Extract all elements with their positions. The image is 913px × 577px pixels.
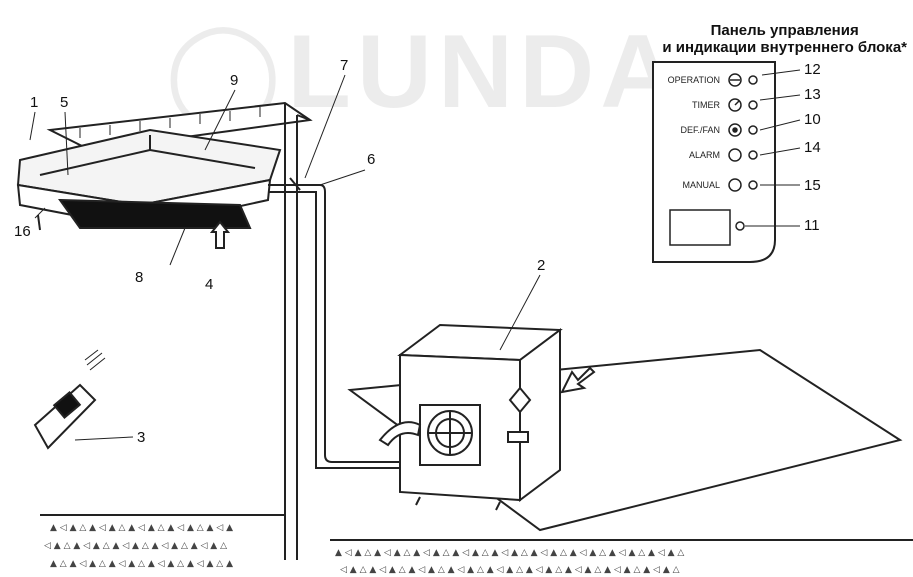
panel-title: Панель управления и индикации внутреннег… <box>662 22 907 56</box>
refrigerant-pipe <box>268 177 410 469</box>
callout-15: 15 <box>804 177 821 194</box>
callout-6: 6 <box>367 151 376 168</box>
callout-16: 16 <box>14 223 31 240</box>
svg-text:◁ ▲ △ ▲ ◁ ▲ △ ▲ ◁ ▲ △ ▲ ◁ ▲ △: ◁ ▲ △ ▲ ◁ ▲ △ ▲ ◁ ▲ △ ▲ ◁ ▲ △ ▲ ◁ ▲ △ <box>44 541 227 551</box>
callout-14: 14 <box>804 139 821 156</box>
airflow-arrows <box>209 220 596 447</box>
panel-title-line1: Панель управления <box>710 22 859 39</box>
panel-title-line2: и индикации внутреннего блока* <box>662 39 907 56</box>
label-alarm: ALARM <box>688 150 720 160</box>
outdoor-unit <box>347 323 903 532</box>
callout-8: 8 <box>135 269 144 286</box>
callout-12: 12 <box>804 61 821 78</box>
remote-control <box>33 349 106 450</box>
callout-13: 13 <box>804 86 821 103</box>
callout-3: 3 <box>137 429 146 446</box>
ground-hatch: ▲ ◁ ▲ △ ▲ ◁ ▲ △ ▲ ◁ ▲ △ ▲ ◁ ▲ △ ▲ ◁ ▲ ◁ … <box>40 514 913 577</box>
watermark-logo: ◯LUNDA <box>165 14 682 130</box>
control-panel <box>652 61 776 263</box>
svg-text:◁ ▲ △ ▲ ◁ ▲ △ ▲ ◁ ▲ △ ▲ ◁ ▲ △: ◁ ▲ △ ▲ ◁ ▲ △ ▲ ◁ ▲ △ ▲ ◁ ▲ △ ▲ ◁ ▲ △ ▲ … <box>340 565 680 575</box>
callout-4: 4 <box>205 276 214 293</box>
callout-2: 2 <box>537 257 546 274</box>
indoor-cassette-unit <box>16 128 282 231</box>
callout-10: 10 <box>804 111 821 128</box>
callout-1: 1 <box>30 94 39 111</box>
callout-5: 5 <box>60 94 69 111</box>
svg-text:▲ ◁ ▲ △ ▲ ◁ ▲ △ ▲ ◁ ▲ △ ▲ ◁ ▲: ▲ ◁ ▲ △ ▲ ◁ ▲ △ ▲ ◁ ▲ △ ▲ ◁ ▲ △ ▲ ◁ ▲ △ … <box>335 548 684 558</box>
callout-11: 11 <box>804 217 820 234</box>
label-timer: TIMER <box>692 100 720 110</box>
svg-text:▲ ◁ ▲ △ ▲ ◁ ▲ △ ▲ ◁ ▲ △ ▲ ◁ ▲: ▲ ◁ ▲ △ ▲ ◁ ▲ △ ▲ ◁ ▲ △ ▲ ◁ ▲ △ ▲ ◁ ▲ <box>50 523 233 533</box>
label-def-fan: DEF./FAN <box>680 125 720 135</box>
label-operation: OPERATION <box>667 75 720 85</box>
svg-text:▲ △ ▲ ◁ ▲ △ ▲ ◁ ▲ △ ▲ ◁ ▲ △ ▲: ▲ △ ▲ ◁ ▲ △ ▲ ◁ ▲ △ ▲ ◁ ▲ △ ▲ ◁ ▲ △ ▲ <box>50 559 233 569</box>
callout-7: 7 <box>340 57 349 74</box>
label-manual: MANUAL <box>682 180 720 190</box>
leader-lines <box>29 69 801 441</box>
callout-9: 9 <box>230 72 239 89</box>
